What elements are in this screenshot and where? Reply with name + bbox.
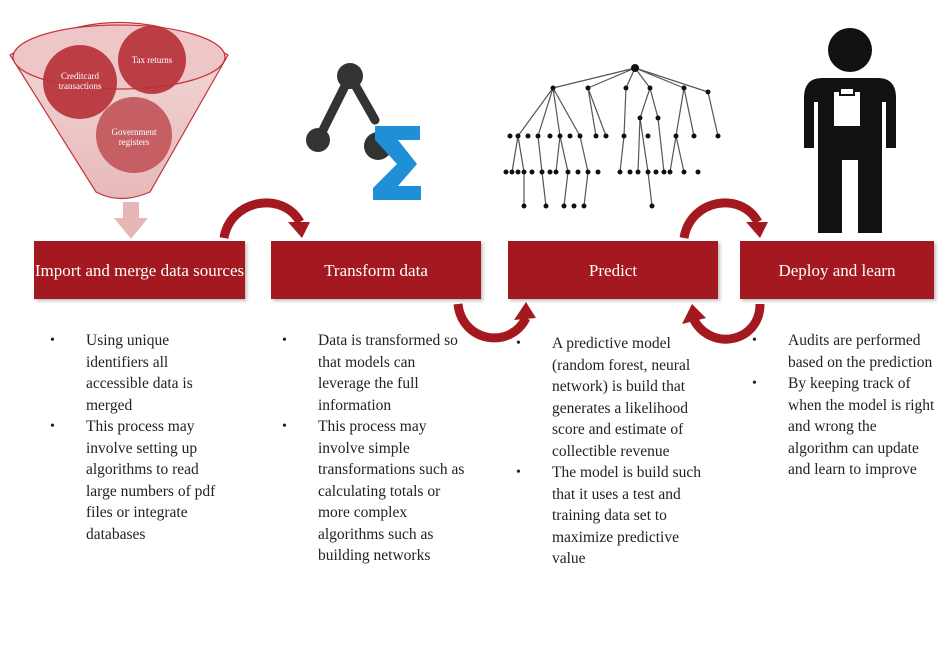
stage-transform-title: Transform data bbox=[324, 260, 428, 280]
stage-deploy: Deploy and learn bbox=[740, 241, 934, 299]
import-bullets: Using unique identifiers all accessible … bbox=[50, 330, 226, 545]
list-item: Data is transformed so that models can l… bbox=[282, 330, 468, 416]
curved-arrow-3 bbox=[679, 198, 768, 240]
curved-arrow-4 bbox=[682, 303, 765, 344]
list-item: This process may involve simple transfor… bbox=[282, 416, 468, 567]
list-item: A predictive model (random forest, neura… bbox=[516, 333, 708, 462]
stage-import-title: Import and merge data sources bbox=[34, 260, 245, 280]
funnel-label-tax-returns: Tax returns bbox=[131, 55, 173, 65]
stage-predict: Predict bbox=[508, 241, 718, 299]
data-sources-funnel bbox=[9, 21, 229, 200]
down-arrow-icon bbox=[114, 202, 148, 239]
decision-tree-icon bbox=[503, 64, 721, 209]
list-item: Using unique identifiers all accessible … bbox=[50, 330, 226, 416]
list-item: The model is build such that it uses a t… bbox=[516, 462, 708, 570]
deploy-bullets: Audits are performed based on the predic… bbox=[752, 330, 938, 481]
stage-transform: Transform data bbox=[271, 241, 481, 299]
list-item: This process may involve setting up algo… bbox=[50, 416, 226, 545]
stage-deploy-title: Deploy and learn bbox=[778, 260, 896, 280]
predict-bullets: A predictive model (random forest, neura… bbox=[516, 333, 708, 570]
stage-predict-title: Predict bbox=[588, 260, 638, 280]
funnel-label-government: Government registers bbox=[111, 127, 157, 147]
stage-import: Import and merge data sources bbox=[34, 241, 245, 299]
list-item: Audits are performed based on the predic… bbox=[752, 330, 938, 373]
list-item: By keeping track of when the model is ri… bbox=[752, 373, 938, 481]
person-clipboard-icon bbox=[804, 28, 896, 233]
transform-bullets: Data is transformed so that models can l… bbox=[282, 330, 468, 567]
curved-arrow-2 bbox=[453, 302, 536, 343]
transform-sigma-icon bbox=[306, 63, 421, 200]
curved-arrow-1 bbox=[219, 198, 310, 240]
funnel-label-creditcard: Creditcard transactions bbox=[58, 71, 102, 91]
